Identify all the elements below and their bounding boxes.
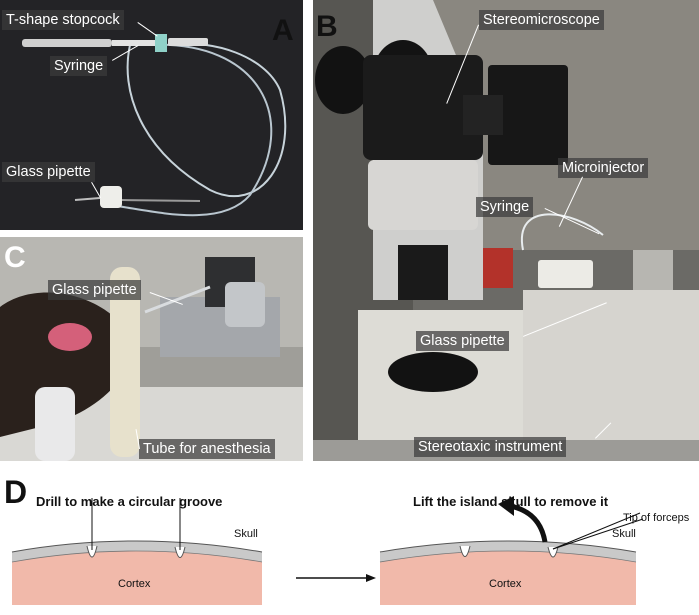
groove-right-2 [547, 546, 559, 558]
panel-a-letter: A [272, 14, 294, 47]
label-a-stopcock: T-shape stopcock [2, 10, 124, 30]
lift-arrow [509, 503, 548, 543]
label-a-syringe: Syringe [50, 56, 108, 76]
process-arrow [296, 574, 376, 582]
panel-c: Glass pipette Tube for anesthesia C [0, 237, 303, 461]
label-a-pipette: Glass pipette [2, 162, 95, 182]
skull-right [380, 541, 636, 562]
label-b-pipette: Glass pipette [416, 331, 509, 351]
caption-drill: Drill to make a circular groove [36, 494, 223, 509]
forceps-line-1 [552, 512, 641, 550]
skull-left [12, 541, 262, 562]
label-cortex-left: Cortex [118, 578, 151, 590]
label-skull-left: Skull [234, 528, 258, 540]
panel-d-letter: D [4, 474, 28, 510]
panel-d-diagram [11, 496, 644, 605]
label-b-syringe: Syringe [476, 197, 534, 217]
diagram-right [379, 496, 644, 605]
cortex-right [380, 550, 636, 605]
caption-lift: Lift the island skull to remove it [413, 494, 609, 509]
skull-left-bottom [11, 550, 263, 563]
skull-right-top [379, 540, 637, 553]
label-cortex-right: Cortex [489, 578, 522, 590]
panel-b-letter: B [316, 10, 338, 43]
label-b-stereotaxic: Stereotaxic instrument [414, 437, 567, 457]
label-forceps: Tip of forceps [623, 512, 690, 524]
cortex-left [12, 550, 262, 605]
skull-right-bottom [379, 550, 637, 563]
label-c-pipette: Glass pipette [48, 280, 141, 300]
panel-a-photo [0, 0, 303, 230]
groove-left-1 [86, 545, 98, 558]
lift-arrow-head [498, 496, 514, 516]
label-b-stereomicroscope: Stereomicroscope [479, 10, 604, 30]
panel-d: D D [0, 470, 699, 615]
groove-right-1 [459, 545, 471, 557]
panel-c-letter: C [4, 241, 26, 274]
diagram-left [11, 498, 263, 605]
skull-left-top [11, 540, 263, 553]
groove-left-2 [174, 546, 186, 558]
label-skull-right: Skull [612, 528, 636, 540]
forceps-line-2 [552, 518, 644, 550]
panel-b: Stereomicroscope Microinjector Syringe G… [313, 0, 699, 461]
panel-a: T-shape stopcock Syringe Glass pipette A [0, 0, 303, 230]
label-c-tube: Tube for anesthesia [139, 439, 275, 459]
label-b-microinjector: Microinjector [558, 158, 649, 178]
panel-b-photo [313, 0, 699, 461]
panel-c-photo [0, 237, 303, 461]
